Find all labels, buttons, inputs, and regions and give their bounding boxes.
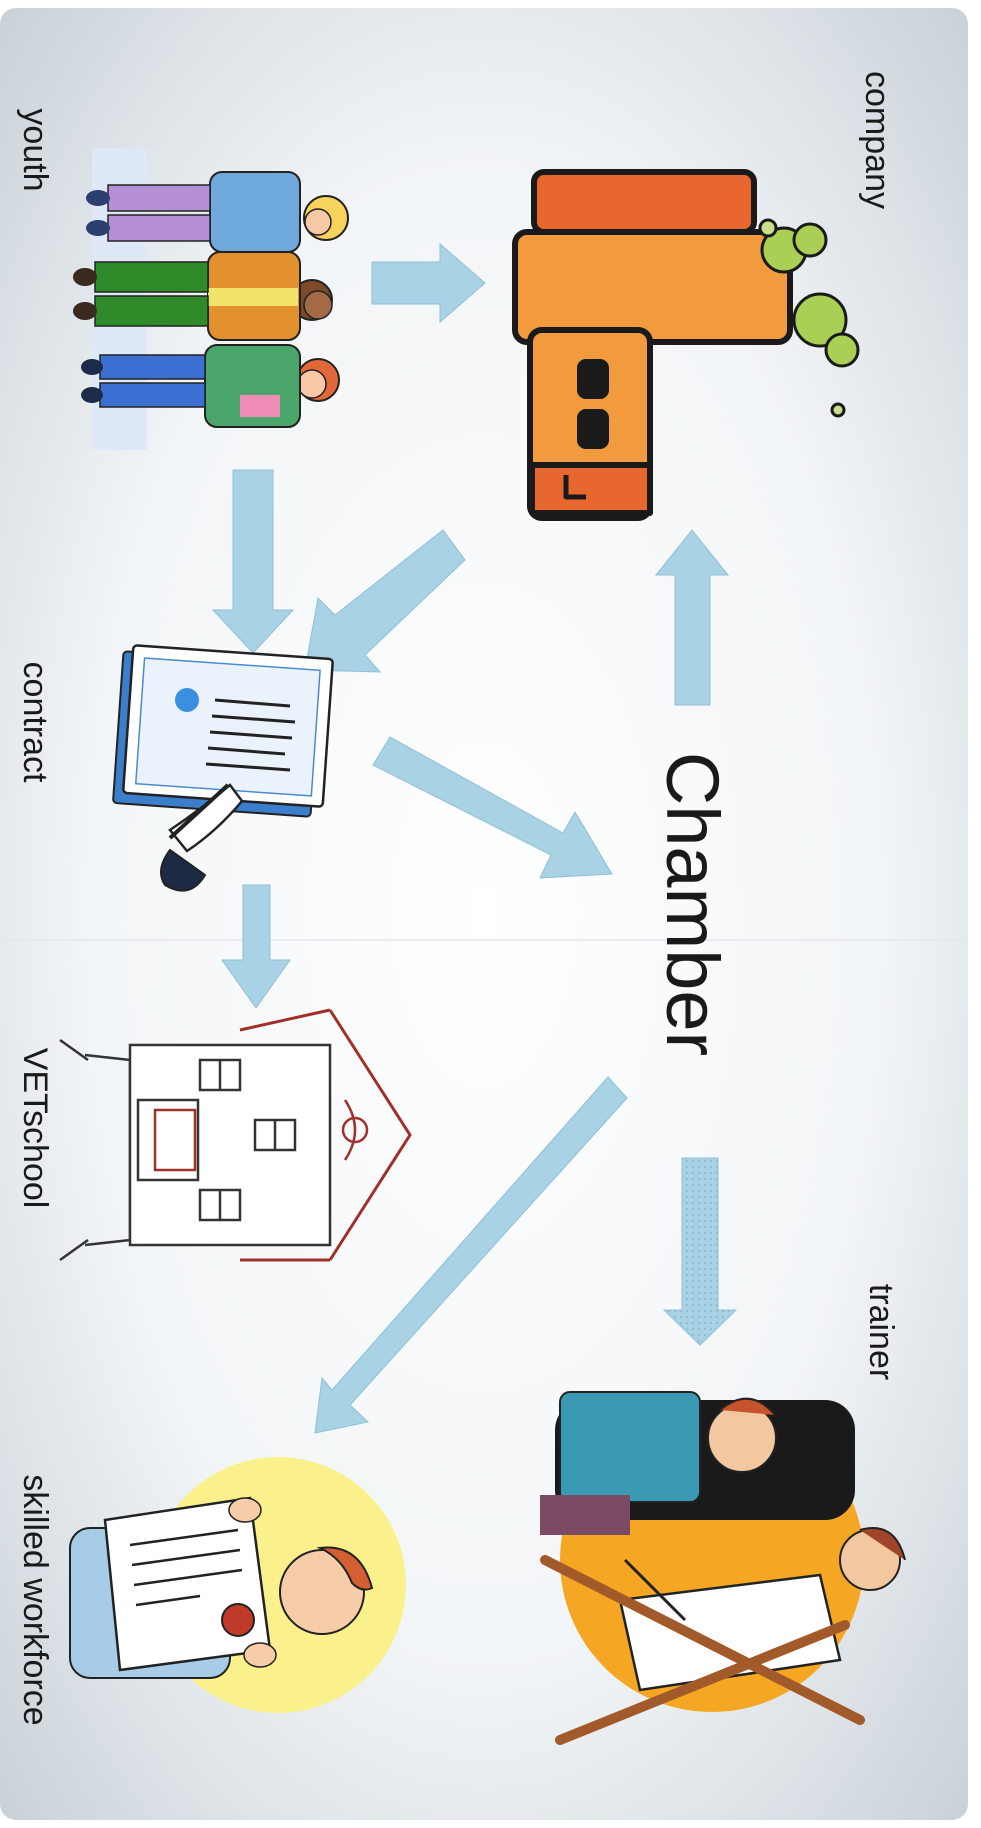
node-label-skilled-workforce: skilled workforce <box>16 1474 54 1725</box>
arrow-youth-to-company <box>371 242 486 324</box>
node-label-vetschool: VETschool <box>16 1048 54 1209</box>
node-label-trainer: trainer <box>862 1284 900 1380</box>
trainer-illustration <box>540 1391 906 1745</box>
center-label: Chamber <box>651 752 734 1056</box>
contract-illustration <box>112 644 334 892</box>
arrows <box>211 242 738 1434</box>
skilled-workforce-illustration <box>69 1457 406 1713</box>
company-illustration <box>512 169 860 521</box>
node-label-youth: youth <box>16 108 54 191</box>
youth-illustration <box>73 148 349 450</box>
arrow-company-to-contract <box>304 529 466 673</box>
node-label-contract: contract <box>16 662 54 783</box>
background-panel <box>0 8 968 1820</box>
vet-school-illustration <box>59 1008 412 1262</box>
arrow-chamber-to-trainer <box>662 1157 738 1346</box>
arrow-chamber-to-company <box>654 529 730 706</box>
arrow-contract-to-vetschool <box>221 884 291 1009</box>
arrow-chamber-to-skilled-workforce <box>314 1076 628 1434</box>
arrow-youth-to-contract <box>211 469 295 654</box>
arrow-contract-to-chamber <box>372 736 613 879</box>
node-label-company: company <box>858 71 896 209</box>
